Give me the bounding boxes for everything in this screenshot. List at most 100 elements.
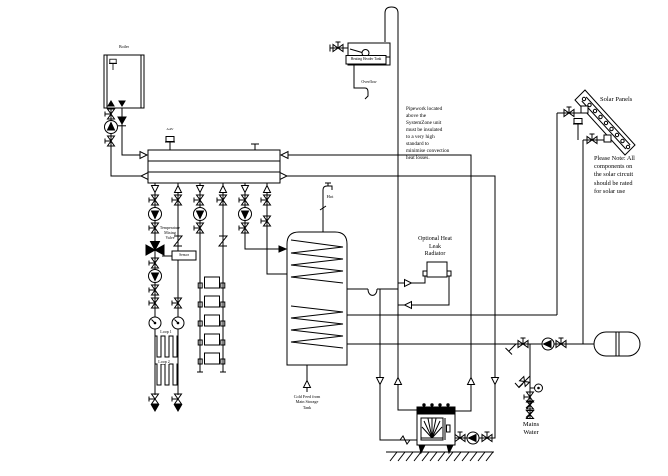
store-top-connection bbox=[347, 288, 398, 296]
gate-valve-icon bbox=[193, 222, 204, 234]
upper-coil bbox=[290, 239, 344, 284]
radiator-icon bbox=[197, 333, 226, 346]
gate-valve-icon bbox=[171, 297, 182, 309]
gate-valve-icon bbox=[238, 222, 249, 234]
flow-meter-icon bbox=[171, 316, 185, 330]
flow-arrow-icon bbox=[376, 377, 384, 385]
gate-valve-icon bbox=[216, 194, 227, 206]
aav-label: AAV bbox=[166, 127, 174, 131]
mixing-valve-label: Temperature Mixing Valve bbox=[159, 225, 181, 240]
flow-arrow-icon bbox=[394, 377, 402, 385]
gate-valve-icon bbox=[148, 297, 159, 309]
pump-icon bbox=[148, 207, 162, 221]
underfloor-loop-icon bbox=[155, 335, 178, 358]
pump-icon bbox=[466, 431, 480, 445]
gate-valve-icon bbox=[193, 194, 204, 206]
gate-valve-icon bbox=[104, 135, 115, 147]
solar-note: Please Note: All components on the solar… bbox=[594, 155, 635, 195]
air-vent-icon bbox=[572, 118, 584, 133]
loop2-label: Loop 2 bbox=[158, 359, 170, 365]
loop1-label: Loop 1 bbox=[160, 329, 172, 335]
pump-icon bbox=[193, 207, 207, 221]
flow-arrow-icon bbox=[491, 377, 499, 385]
flow-arrow-icon bbox=[139, 151, 148, 159]
flow-meter-icon bbox=[148, 316, 162, 330]
radiator-icon bbox=[197, 314, 226, 327]
thermal-store bbox=[286, 182, 348, 392]
radiator-icon bbox=[197, 276, 226, 289]
open-vent-riser bbox=[384, 6, 417, 411]
mains-water-assembly bbox=[514, 344, 543, 419]
solar-coil bbox=[290, 305, 344, 349]
flow-arrow-icon bbox=[280, 151, 289, 159]
radiator-icon bbox=[197, 295, 226, 308]
gate-valve-icon bbox=[260, 194, 271, 206]
pipe-break-mark bbox=[399, 435, 411, 445]
solar-pump-station bbox=[505, 331, 641, 357]
flow-arrow-icon bbox=[278, 245, 288, 253]
gate-valve-icon bbox=[481, 431, 493, 442]
gate-valve-icon bbox=[148, 257, 159, 269]
check-valve-icon bbox=[525, 409, 535, 419]
gate-valve-icon bbox=[555, 337, 567, 348]
overflow-label: Overflow bbox=[361, 79, 377, 85]
expansion-vessel-icon bbox=[593, 331, 641, 357]
heat-leak-radiator-label: Optional Heat Leak Radiator bbox=[418, 236, 452, 257]
gate-valve-icon bbox=[238, 194, 249, 206]
gate-valve-icon bbox=[148, 194, 159, 206]
boiler-label: Boiler bbox=[119, 44, 129, 49]
gate-valve-icon bbox=[148, 393, 159, 405]
ground-hatch bbox=[386, 451, 494, 462]
flow-pipe-to-stove bbox=[288, 154, 472, 412]
gate-valve-icon bbox=[148, 284, 159, 296]
flow-up-mark bbox=[107, 100, 115, 107]
flow-arrow-icon bbox=[467, 377, 475, 385]
flow-arrow-icon bbox=[404, 279, 412, 287]
stove bbox=[386, 403, 494, 462]
underfloor-loop-icon bbox=[155, 363, 178, 386]
pump-icon bbox=[541, 337, 555, 351]
gate-valve-icon bbox=[260, 215, 271, 227]
check-valve-icon bbox=[525, 400, 535, 410]
pump-icon bbox=[238, 207, 252, 221]
solar-panels-label: Solar Panels bbox=[600, 96, 633, 103]
gate-valve-icon bbox=[517, 337, 529, 348]
gate-valve-icon bbox=[171, 194, 182, 206]
flow-down-mark bbox=[118, 100, 126, 107]
tank-label-box bbox=[345, 55, 387, 65]
gate-valve-icon bbox=[171, 393, 182, 405]
drain-cock-icon bbox=[505, 343, 517, 355]
underfloor-circuit bbox=[145, 241, 197, 412]
stove-icon bbox=[416, 403, 456, 455]
sensor-box bbox=[171, 250, 197, 261]
radiator-circuit bbox=[197, 276, 226, 373]
flow-arrow-icon bbox=[303, 380, 311, 388]
flow-arrow-icon bbox=[279, 172, 288, 180]
air-vent-icon bbox=[108, 58, 118, 71]
heat-leak-radiator bbox=[398, 261, 452, 309]
gate-valve-icon bbox=[148, 222, 159, 234]
flow-arrow-icon bbox=[404, 301, 412, 309]
gate-valve-icon bbox=[104, 108, 115, 120]
gate-valve-icon bbox=[454, 431, 466, 442]
pump-icon bbox=[104, 120, 118, 134]
mains-water-label: Mains Water bbox=[522, 421, 540, 437]
pipework-note: Pipework located above the SystemZone un… bbox=[406, 106, 450, 162]
gate-valve-icon bbox=[332, 41, 344, 52]
sensor-label: Sensor bbox=[179, 253, 189, 257]
cold-feed-label: Cold Feed from Main Storage Tank bbox=[293, 394, 321, 410]
pump-icon bbox=[148, 269, 162, 283]
flow-arrow-icon bbox=[140, 172, 149, 180]
solar-panel-icon bbox=[574, 89, 636, 156]
gate-valve-icon bbox=[586, 133, 598, 144]
overflow-pipe bbox=[353, 65, 369, 100]
header-tank bbox=[329, 41, 391, 100]
boiler bbox=[103, 54, 145, 177]
solar-circuit bbox=[347, 89, 636, 345]
check-valve-icon bbox=[117, 116, 127, 127]
header-tank-label: Heating Header Tank bbox=[350, 56, 382, 61]
manifold-drops bbox=[148, 183, 288, 395]
radiator-icon bbox=[197, 352, 226, 365]
